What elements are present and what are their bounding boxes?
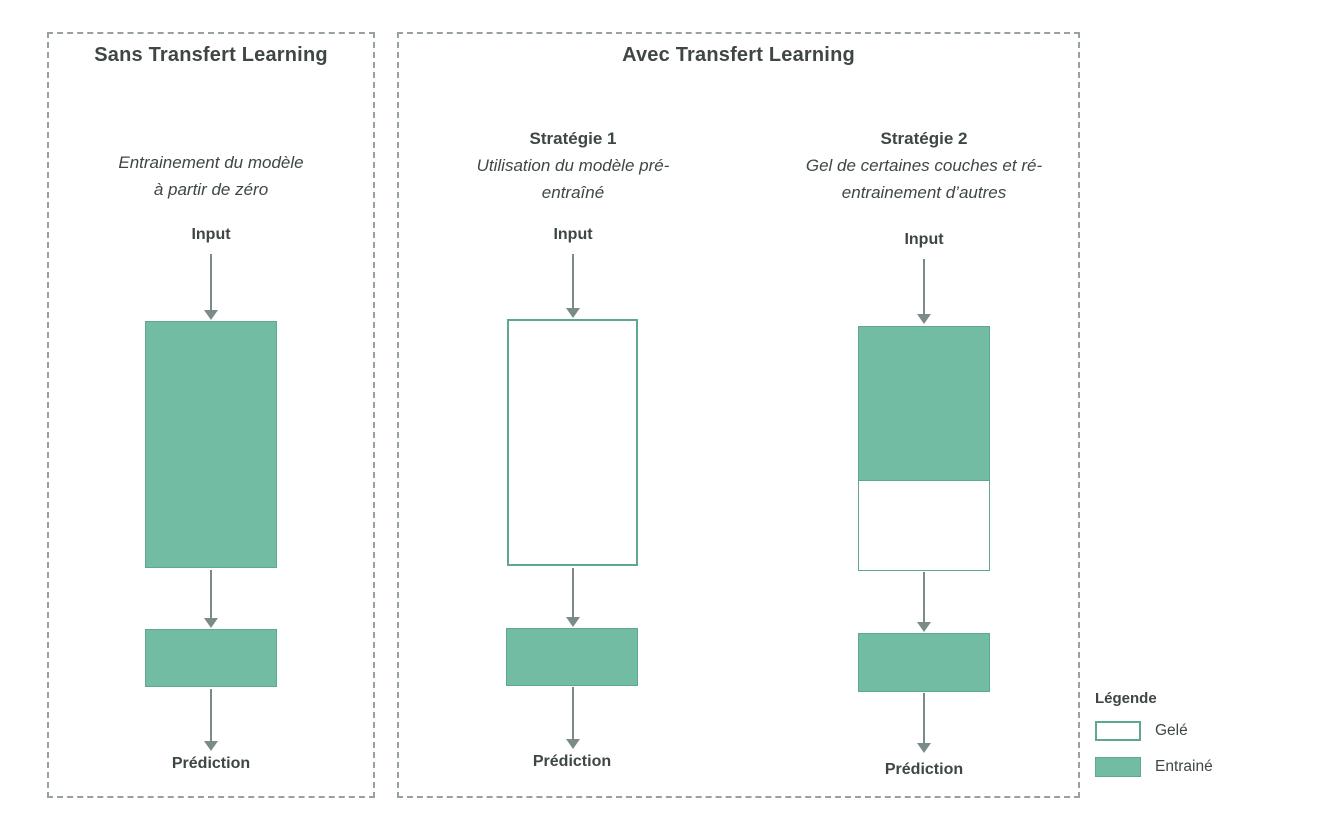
down-arrow-icon: [917, 693, 931, 753]
input-label-strategie-1: Input: [553, 226, 593, 243]
subtitle-line-2: entraîné: [541, 183, 605, 202]
strategy-1-title: Stratégie 1: [529, 129, 617, 148]
prediction-label-strategie-1: Prédiction: [532, 753, 612, 770]
prediction-label-strategie-2: Prédiction: [884, 761, 964, 778]
legend: Légende Gelé Entrainé: [1095, 690, 1325, 793]
down-arrow-icon: [566, 568, 580, 627]
down-arrow-icon: [204, 254, 218, 320]
legend-label-trained: Entrainé: [1155, 758, 1213, 775]
head-rect-trained-strategie-2: [858, 633, 990, 692]
subtitle-line-2: entrainement d’autres: [841, 183, 1007, 202]
subtitle-line-2: à partir de zéro: [153, 180, 269, 199]
frozen-layers-part: [859, 481, 989, 570]
legend-item-frozen: Gelé: [1095, 721, 1325, 741]
subtitle-line-1: Gel de certaines couches et ré-: [805, 156, 1043, 175]
subtitle-line-1: Entrainement du modèle: [118, 153, 304, 172]
down-arrow-icon: [566, 687, 580, 749]
column-header-strategie-1: Stratégie 1 Utilisation du modèle pré- e…: [423, 126, 723, 206]
frozen-swatch-icon: [1095, 721, 1141, 741]
subtitle-line-1: Utilisation du modèle pré-: [476, 156, 670, 175]
trained-layers-part: [859, 327, 989, 481]
legend-item-trained: Entrainé: [1095, 757, 1325, 777]
head-rect-trained-sans-transfert: [145, 629, 277, 687]
model-rect-trained-sans-transfert: [145, 321, 277, 568]
model-rect-split-strategie-2: [858, 326, 990, 571]
panel-title-sans-transfert: Sans Transfert Learning: [94, 44, 328, 66]
panel-title-avec-transfert: Avec Transfert Learning: [622, 44, 855, 66]
down-arrow-icon: [204, 689, 218, 751]
input-label-strategie-2: Input: [904, 231, 944, 248]
head-rect-trained-strategie-1: [506, 628, 638, 686]
trained-swatch-icon: [1095, 757, 1141, 777]
legend-title: Légende: [1095, 690, 1157, 707]
prediction-label-sans-transfert: Prédiction: [171, 755, 251, 772]
down-arrow-icon: [566, 254, 580, 318]
column-header-strategie-2: Stratégie 2 Gel de certaines couches et …: [774, 126, 1074, 206]
down-arrow-icon: [917, 259, 931, 324]
down-arrow-icon: [917, 572, 931, 632]
column-header-sans-transfert: Entrainement du modèle à partir de zéro: [61, 149, 361, 203]
model-rect-frozen-strategie-1: [507, 319, 638, 566]
input-label-sans-transfert: Input: [191, 226, 231, 243]
strategy-2-title: Stratégie 2: [880, 129, 968, 148]
down-arrow-icon: [204, 570, 218, 628]
legend-label-frozen: Gelé: [1155, 722, 1188, 739]
